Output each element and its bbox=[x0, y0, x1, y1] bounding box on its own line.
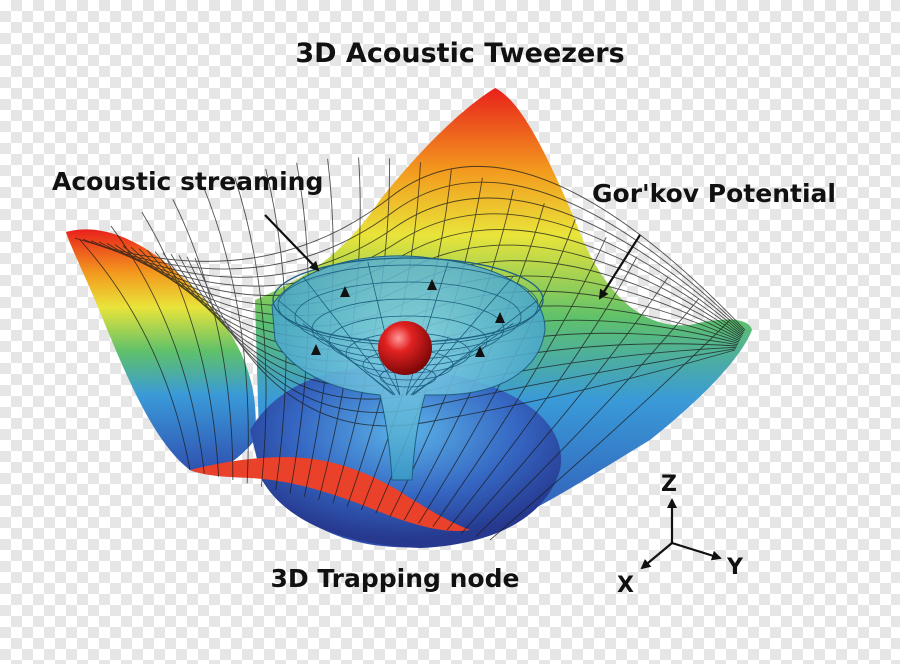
mesh-line bbox=[461, 276, 669, 534]
vortex-meridian bbox=[302, 323, 396, 396]
vortex-flow-arrows bbox=[311, 279, 505, 357]
axis-z-label: Z bbox=[661, 472, 677, 497]
vortex-meridian bbox=[410, 323, 514, 396]
flow-arrow bbox=[340, 286, 350, 297]
arrow-gorkov-potential bbox=[598, 234, 641, 300]
diagram-title: 3D Acoustic Tweezers bbox=[295, 38, 624, 69]
flow-arrow bbox=[311, 344, 321, 355]
axis-y-label: Y bbox=[726, 555, 744, 580]
surface-front-fold bbox=[190, 457, 470, 531]
mesh-line bbox=[475, 298, 700, 537]
mesh-line bbox=[90, 197, 744, 333]
mesh-line bbox=[432, 236, 607, 527]
flow-arrow bbox=[427, 279, 437, 290]
mesh-line bbox=[203, 187, 249, 484]
vortex-meridian bbox=[405, 337, 449, 396]
label-trapping-node: 3D Trapping node bbox=[271, 564, 520, 593]
mesh-line bbox=[489, 319, 731, 541]
mesh-line bbox=[234, 177, 267, 487]
axis-x-label: X bbox=[617, 573, 634, 598]
mesh-line bbox=[141, 212, 220, 477]
flow-arrow bbox=[495, 312, 505, 323]
mesh-line bbox=[172, 199, 234, 481]
mesh-line bbox=[186, 256, 736, 413]
surface-left-lobe bbox=[66, 229, 256, 473]
mesh-line bbox=[79, 239, 191, 471]
axis-x-line bbox=[640, 542, 673, 570]
label-gorkov-potential: Gor'kov Potential bbox=[592, 179, 836, 208]
label-acoustic-streaming: Acoustic streaming bbox=[52, 167, 323, 196]
vortex-meridian bbox=[410, 276, 514, 396]
mesh-line bbox=[82, 181, 745, 332]
mesh-line bbox=[194, 257, 736, 427]
trapped-particle bbox=[378, 321, 432, 375]
mesh-line bbox=[446, 256, 638, 531]
vortex-meridian bbox=[302, 276, 396, 396]
mesh-line bbox=[74, 165, 746, 331]
mesh-line bbox=[110, 225, 205, 474]
vortex-meridian bbox=[367, 337, 401, 396]
vortex-meridian bbox=[277, 299, 394, 396]
axis-y-line bbox=[671, 541, 722, 561]
coordinate-axes bbox=[640, 498, 722, 570]
arrow-acoustic-streaming bbox=[264, 214, 320, 272]
flow-arrow bbox=[475, 346, 485, 357]
